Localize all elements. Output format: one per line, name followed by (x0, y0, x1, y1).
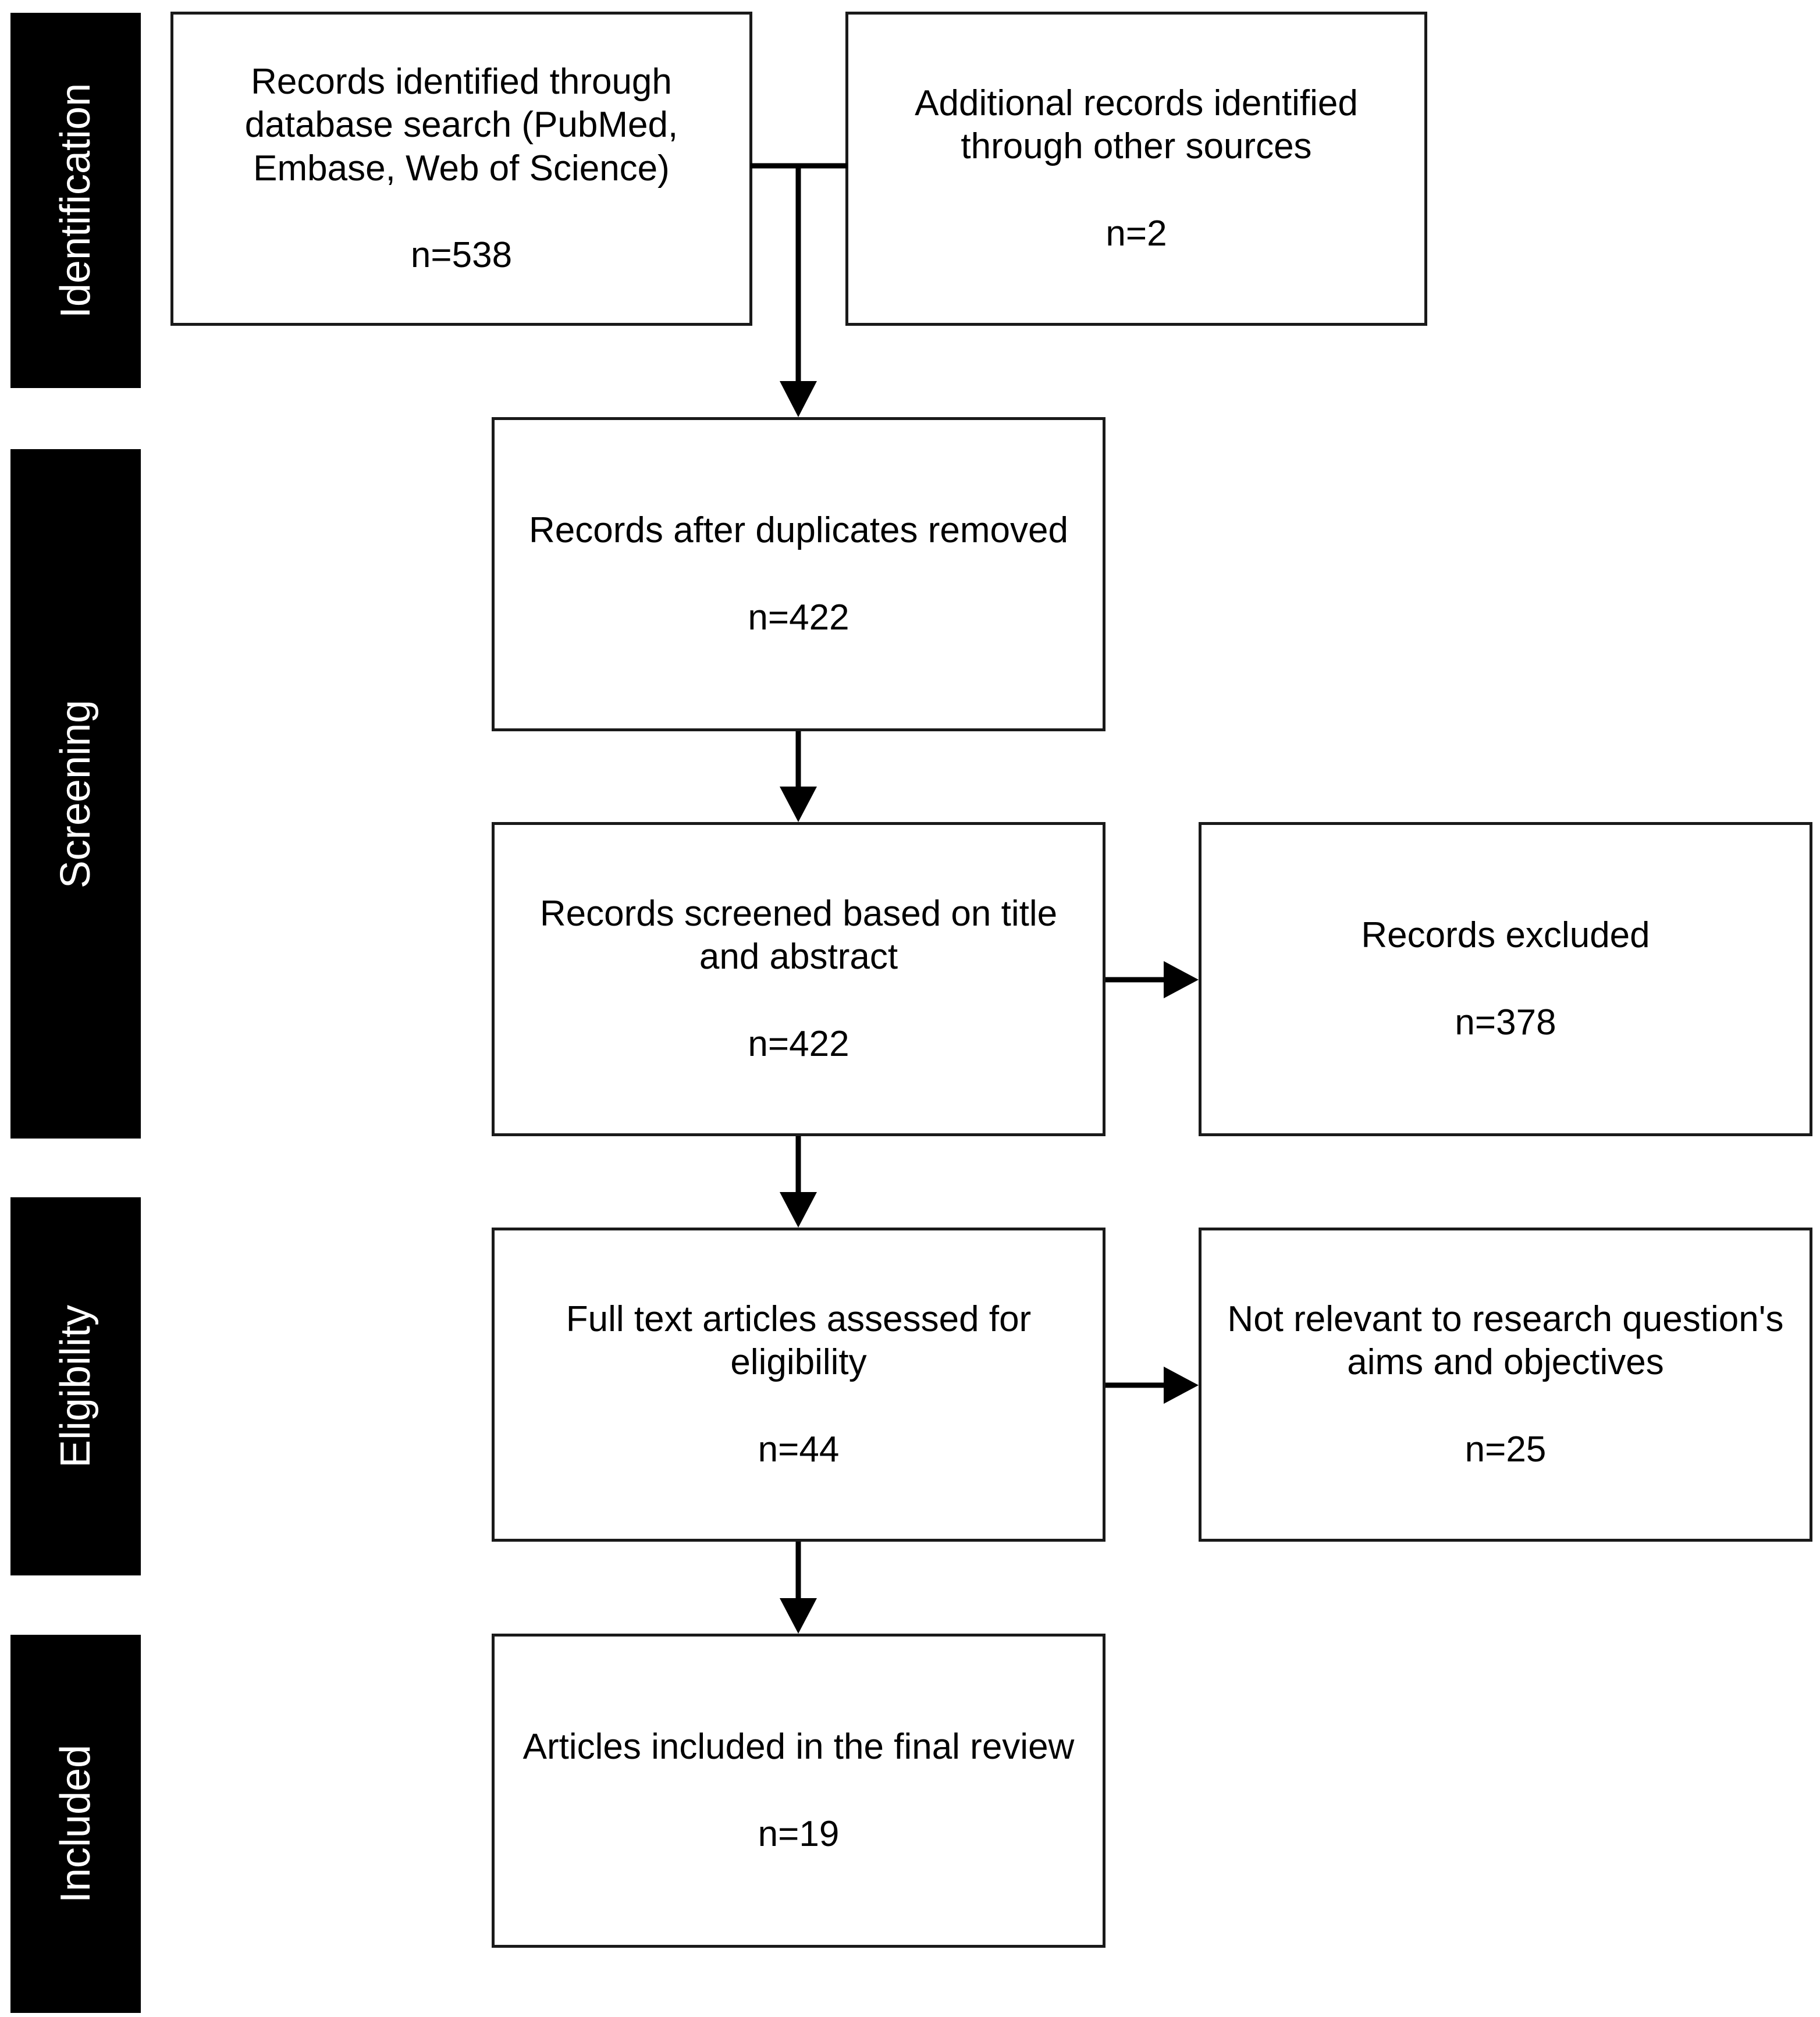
full-text-box: Full text articles assessed for eligibil… (492, 1228, 1105, 1542)
duplicates-removed-text: Records after duplicates removed (528, 510, 1068, 551)
arrow-to-screened (780, 787, 817, 822)
phase-identification: Identification (10, 13, 141, 388)
excluded-box: Records excluded n=378 (1199, 822, 1812, 1136)
phase-identification-label: Identification (52, 83, 99, 318)
arrow-to-duplicates (780, 381, 817, 417)
not-relevant-count: n=25 (1464, 1429, 1547, 1470)
arrow-to-not-relevant (1164, 1367, 1199, 1404)
arrow-to-excluded (1164, 961, 1199, 998)
phase-screening-label: Screening (52, 699, 99, 888)
other-sources-text: Additional records identified through ot… (915, 83, 1358, 167)
other-sources-count: n=2 (1105, 213, 1167, 254)
phase-screening: Screening (10, 449, 141, 1139)
phase-eligibility: Eligibility (10, 1197, 141, 1575)
phase-included-label: Included (52, 1744, 99, 1904)
full-text-text: Full text articles assessed for eligibil… (566, 1299, 1032, 1383)
screened-text: Records screened based on title and abst… (539, 893, 1058, 977)
included-count: n=19 (758, 1813, 840, 1854)
excluded-count: n=378 (1455, 1002, 1556, 1043)
duplicates-removed-count: n=422 (748, 597, 849, 638)
arrow-to-full-text (780, 1192, 817, 1228)
not-relevant-text: Not relevant to research question's aims… (1227, 1299, 1784, 1383)
database-search-box: Records identified through database sear… (170, 12, 752, 326)
not-relevant-box: Not relevant to research question's aims… (1199, 1228, 1812, 1542)
excluded-text: Records excluded (1361, 915, 1650, 956)
phase-eligibility-label: Eligibility (52, 1304, 99, 1468)
included-box: Articles included in the final review n=… (492, 1634, 1105, 1948)
duplicates-removed-box: Records after duplicates removed n=422 (492, 417, 1105, 731)
database-search-text: Records identified through database sear… (244, 61, 678, 188)
phase-included: Included (10, 1635, 141, 2013)
full-text-count: n=44 (758, 1429, 840, 1470)
other-sources-box: Additional records identified through ot… (845, 12, 1427, 326)
screened-box: Records screened based on title and abst… (492, 822, 1105, 1136)
screened-count: n=422 (748, 1023, 849, 1064)
included-text: Articles included in the final review (522, 1727, 1075, 1767)
arrow-to-included (780, 1598, 817, 1634)
database-search-count: n=538 (410, 234, 513, 275)
